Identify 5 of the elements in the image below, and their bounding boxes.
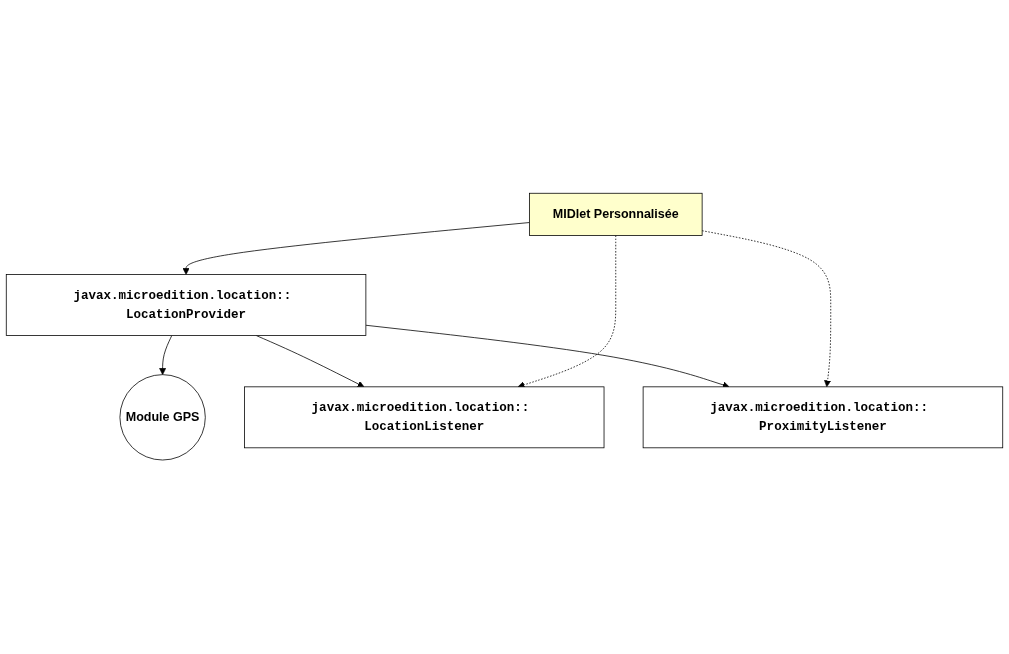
node-box: javax.microedition.location:: LocationProvider [5, 274, 367, 337]
node-box: javax.microedition.location:: LocationListener [244, 386, 605, 449]
node-box: MIDlet Personnalisée [529, 193, 703, 237]
node-circle: Module GPS [119, 374, 206, 461]
node-box: javax.microedition.location:: ProximityListener [642, 386, 1004, 449]
